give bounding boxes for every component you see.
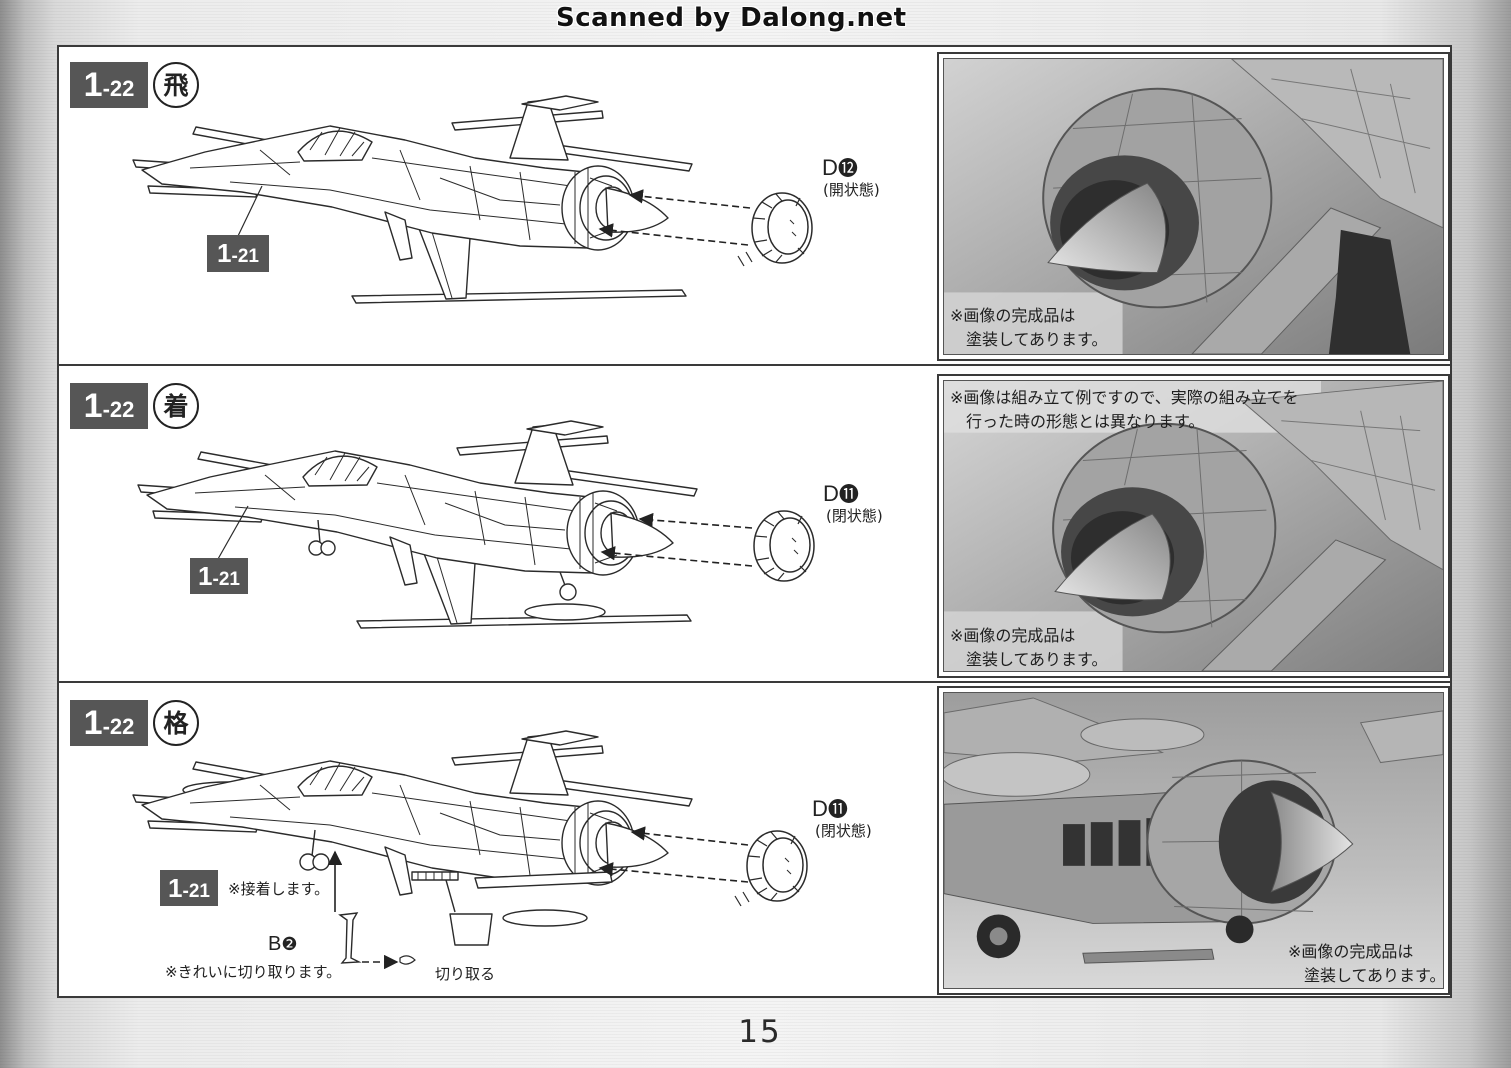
photo-note-line: 塗装してあります。 (1304, 966, 1444, 985)
part-letter: D (823, 481, 839, 506)
mode-kanji: 飛 (163, 70, 189, 100)
part-number: ⓫ (838, 482, 859, 506)
photo-note: ※画像の完成品は 塗装してあります。 (950, 304, 1107, 352)
craft-photo-hangar: ※画像の完成品は 塗装してあります。 (943, 692, 1444, 989)
photo-top-note: ※画像は組み立て例ですので、実際の組み立てを 行った時の形態とは異なります。 (950, 386, 1298, 434)
part-number: ❷ (281, 934, 298, 955)
mode-fly-circle: 飛 (153, 62, 199, 108)
engine-photo-image (944, 381, 1443, 671)
part-state: (閉状態) (826, 507, 883, 525)
part-letter: D (822, 155, 838, 180)
step-label: 1-22 (70, 383, 148, 429)
part-callout: D⓫ (823, 478, 859, 507)
step-label-sub: -22 (102, 397, 135, 422)
photo-frame: ※画像は組み立て例ですので、実際の組み立てを 行った時の形態とは異なります。 ※… (937, 374, 1450, 678)
photo-note: ※画像の完成品は 塗装してあります。 (1288, 940, 1444, 988)
part-callout: D⓬ (822, 152, 858, 181)
part-state: (開状態) (823, 181, 880, 199)
step-label-main: 1 (83, 704, 103, 742)
mode-kanji: 格 (163, 708, 189, 738)
engine-photo-open: ※画像の完成品は 塗装してあります。 (943, 58, 1444, 355)
engine-photo-image (944, 59, 1443, 354)
photo-note-line: 塗装してあります。 (966, 650, 1108, 669)
subassembly-sub: -21 (231, 246, 259, 267)
subassembly-sub: -21 (182, 881, 210, 902)
part-state: (閉状態) (815, 822, 872, 840)
subassembly-label: 1-21 (160, 870, 218, 906)
glue-note: ※接着します。 (228, 880, 330, 898)
subassembly-sub: -21 (212, 569, 240, 590)
subassembly-main: 1 (198, 561, 213, 591)
mode-kanji: 着 (163, 391, 189, 421)
part-number: ⓬ (837, 156, 858, 180)
row-divider (57, 681, 1452, 683)
extra-part-callout: B❷ (268, 931, 297, 957)
cut-label: 切り取る (435, 965, 496, 983)
cut-note: ※きれいに切り取ります。 (165, 963, 342, 981)
step-label: 1-22 (70, 62, 148, 108)
photo-note-line: ※画像は組み立て例ですので、実際の組み立てを (950, 388, 1299, 407)
subassembly-main: 1 (217, 238, 232, 268)
step-label-sub: -22 (102, 714, 135, 739)
page-number: 15 (738, 1014, 782, 1050)
step-label-sub: -22 (102, 76, 135, 101)
photo-note-line: ※画像の完成品は (950, 626, 1076, 645)
step-label-main: 1 (83, 387, 103, 425)
photo-frame: ※画像の完成品は 塗装してあります。 (937, 686, 1450, 995)
photo-note-line: ※画像の完成品は (1288, 942, 1414, 961)
photo-note-line: 塗装してあります。 (966, 330, 1108, 349)
photo-note: ※画像の完成品は 塗装してあります。 (950, 624, 1108, 671)
part-letter: B (268, 933, 282, 955)
subassembly-main: 1 (168, 873, 183, 903)
subassembly-label: 1-21 (190, 558, 248, 594)
craft-photo-image (944, 693, 1443, 988)
subassembly-label: 1-21 (207, 235, 269, 272)
step-label-main: 1 (83, 66, 103, 104)
step-label: 1-22 (70, 700, 148, 746)
photo-frame: ※画像の完成品は 塗装してあります。 (937, 52, 1450, 361)
part-number: ⓫ (827, 797, 848, 821)
mode-hangar-circle: 格 (153, 700, 199, 746)
photo-note-line: ※画像の完成品は (950, 306, 1076, 325)
row-divider (57, 364, 1452, 366)
scanner-watermark: Scanned by Dalong.net (556, 3, 907, 33)
photo-note-line: 行った時の形態とは異なります。 (966, 412, 1205, 431)
part-letter: D (812, 796, 828, 821)
part-callout: D⓫ (812, 793, 848, 822)
mode-land-circle: 着 (153, 383, 199, 429)
engine-photo-closed: ※画像は組み立て例ですので、実際の組み立てを 行った時の形態とは異なります。 ※… (943, 380, 1444, 672)
